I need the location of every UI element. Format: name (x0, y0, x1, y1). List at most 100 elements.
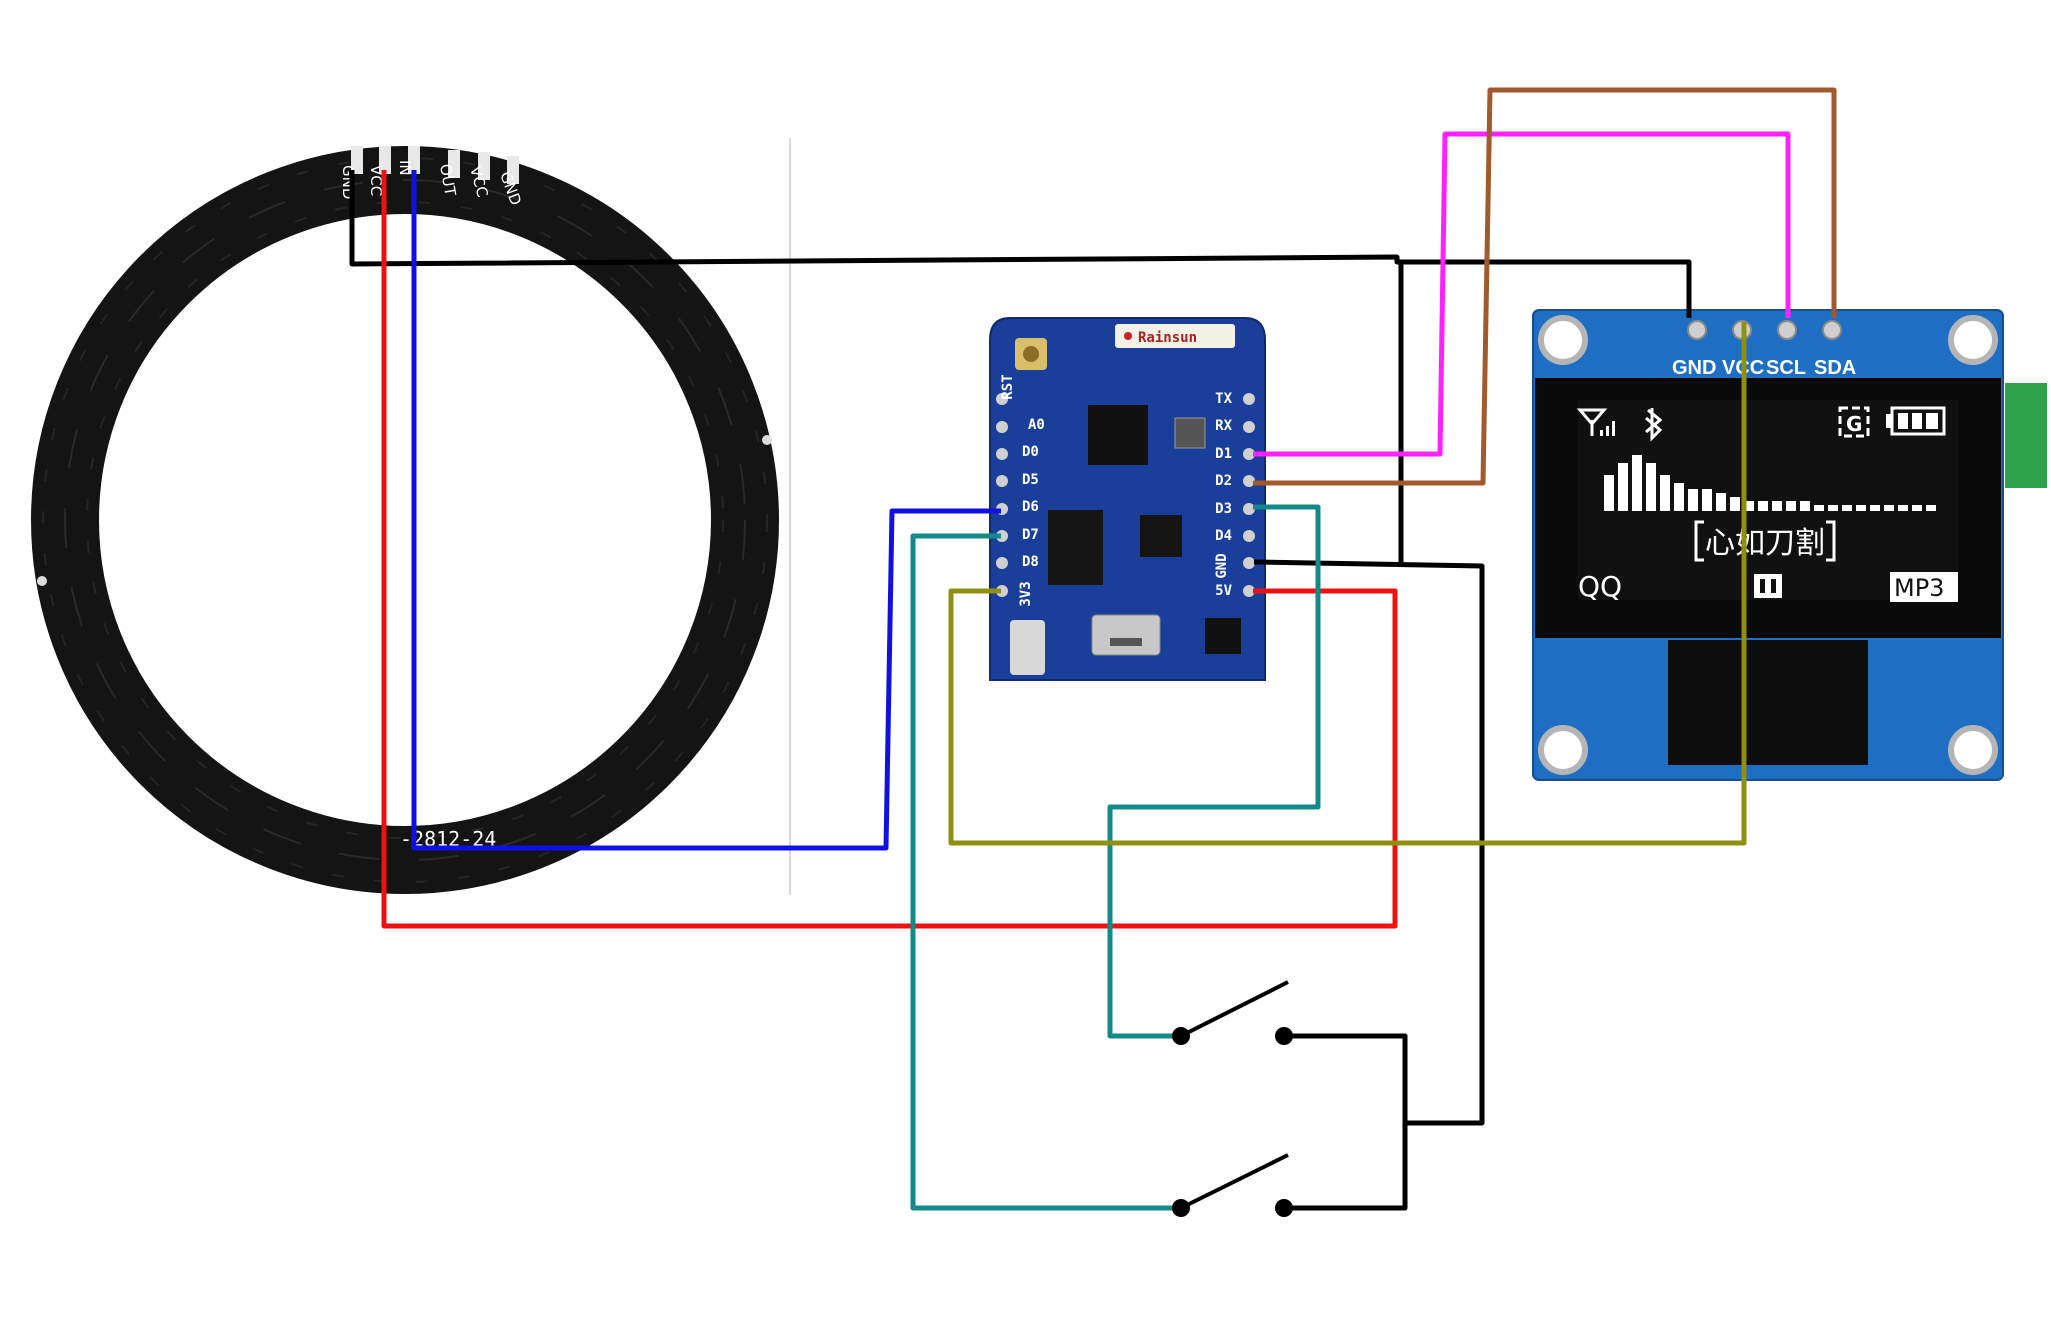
wemos-pin (1243, 530, 1255, 542)
wemos-pin-label: D8 (1022, 554, 1039, 570)
wire-button-d7 (910, 533, 1181, 1211)
wemos-pin (1243, 393, 1255, 405)
equalizer-icon (1604, 455, 1936, 511)
wemos-pin-label: D3 (1215, 501, 1232, 517)
led-ring: GND VCC IN OUT VCC GND -2812-24 (31, 146, 779, 894)
wemos-pin-label: A0 (1028, 417, 1045, 433)
wemos-pin (996, 393, 1008, 405)
ring-pad (379, 146, 391, 174)
wire-switch-common (1284, 1033, 1408, 1211)
wemos-pin-label: GND (1214, 553, 1230, 578)
g-icon (1838, 406, 1870, 438)
wemos-pin (996, 557, 1008, 569)
ring-pcb (31, 146, 779, 894)
oled-hole (1948, 315, 1998, 365)
oled-pin-label: SCL (1766, 357, 1806, 379)
wemos-pin (1243, 557, 1255, 569)
wemos-pin-label: RX (1215, 418, 1232, 434)
wemos-pin (996, 448, 1008, 460)
ring-pad-label: IN (396, 160, 414, 176)
push-button-1 (1172, 980, 1293, 1045)
oled-screen-content: G (1576, 406, 1958, 603)
wemos-pin-label: D0 (1022, 444, 1039, 460)
wemos-pin (1243, 421, 1255, 433)
oled-pin-label: SDA (1814, 357, 1856, 379)
wemos-left-pin-labels: RST A0 D0 D5 D6 D7 D8 3V3 (1000, 374, 1045, 606)
battery-icon (1886, 406, 1946, 436)
wire-scl (1253, 131, 1791, 457)
wire-button-d3 (1107, 504, 1321, 1039)
wemos-pin (1243, 448, 1255, 460)
wemos-right-pin-labels: TX RX D1 D2 D3 D4 GND 5V (1214, 391, 1233, 599)
reset-button-body (1010, 620, 1045, 675)
wemos-pin (1243, 475, 1255, 487)
regulator-chip (1205, 618, 1241, 654)
oled-hole (1538, 315, 1588, 365)
wemos-pin-label: 5V (1215, 583, 1232, 599)
ring-hole (37, 576, 47, 586)
oled-hole (1538, 725, 1588, 775)
wemos-brand: Rainsun (1138, 330, 1197, 346)
switch-terminal (1275, 1199, 1293, 1217)
ring-hole (762, 435, 772, 445)
wire-sda (1253, 87, 1837, 486)
ring-pad (507, 156, 519, 184)
switch-lever (1180, 980, 1289, 1038)
wemos-pcb (989, 317, 1266, 681)
wemos-pin-label: D4 (1215, 528, 1232, 544)
oled-hole (1948, 725, 1998, 775)
usb-chip (1140, 515, 1182, 557)
wemos-d1-mini: Rainsun RST A0 D0 D5 D6 D7 (989, 317, 1266, 681)
song-title: 心如刀割 (1705, 526, 1825, 561)
ring-traces-inner (86, 201, 724, 839)
wemos-pin (996, 585, 1008, 597)
wire-data (411, 170, 1001, 851)
crystal (1174, 417, 1206, 449)
ring-pad-label: VCC (367, 165, 385, 196)
wire-oled-vcc (948, 322, 1747, 846)
antenna-connector-center (1023, 346, 1039, 362)
wire-gnd-ring-oled (349, 170, 1692, 318)
ring-pad (448, 150, 460, 178)
ring-pad (408, 146, 420, 174)
pause-icon (1754, 574, 1782, 598)
qq-label: QQ (1578, 570, 1622, 603)
switch-terminal (1275, 1027, 1293, 1045)
wemos-pin-label: D1 (1215, 446, 1232, 462)
oled-pin (1822, 320, 1842, 340)
oled-module: GND VCC SCL SDA G (1532, 309, 2047, 781)
g-label: G (1846, 412, 1862, 436)
wire-vcc (381, 170, 1398, 929)
wemos-pin (996, 530, 1008, 542)
wemos-pin (996, 421, 1008, 433)
oled-pin (1777, 320, 1797, 340)
esp-chip (1088, 405, 1148, 465)
oled-flex-cable (1668, 640, 1868, 765)
bluetooth-icon (1645, 408, 1663, 442)
wemos-pin (996, 475, 1008, 487)
oled-pin-label: GND (1672, 357, 1716, 379)
wemos-pin-label: D5 (1022, 472, 1039, 488)
oled-pin (1687, 320, 1707, 340)
wemos-pin-label: D6 (1022, 499, 1039, 515)
mp3-label: MP3 (1894, 574, 1944, 602)
wemos-pin-label: D7 (1022, 527, 1039, 543)
ring-traces (64, 179, 746, 861)
wemos-pin (1243, 585, 1255, 597)
usb-port (1091, 614, 1161, 656)
wemos-pin-label: 3V3 (1018, 581, 1034, 606)
wemos-pin-label: RST (1000, 374, 1016, 399)
song-bracket-right (1826, 520, 1836, 562)
wires (349, 87, 1837, 1211)
flash-chip (1048, 510, 1103, 585)
ring-pad (478, 152, 490, 180)
switch-lever (1180, 1153, 1289, 1210)
mp3-badge (1890, 572, 1958, 602)
ring-pad (351, 146, 363, 174)
wemos-right-pins (1243, 393, 1255, 597)
usb-port-slot (1110, 638, 1142, 646)
wemos-pin (1243, 503, 1255, 515)
push-button-2 (1172, 1153, 1293, 1217)
ring-pad-label: OUT (436, 163, 459, 198)
